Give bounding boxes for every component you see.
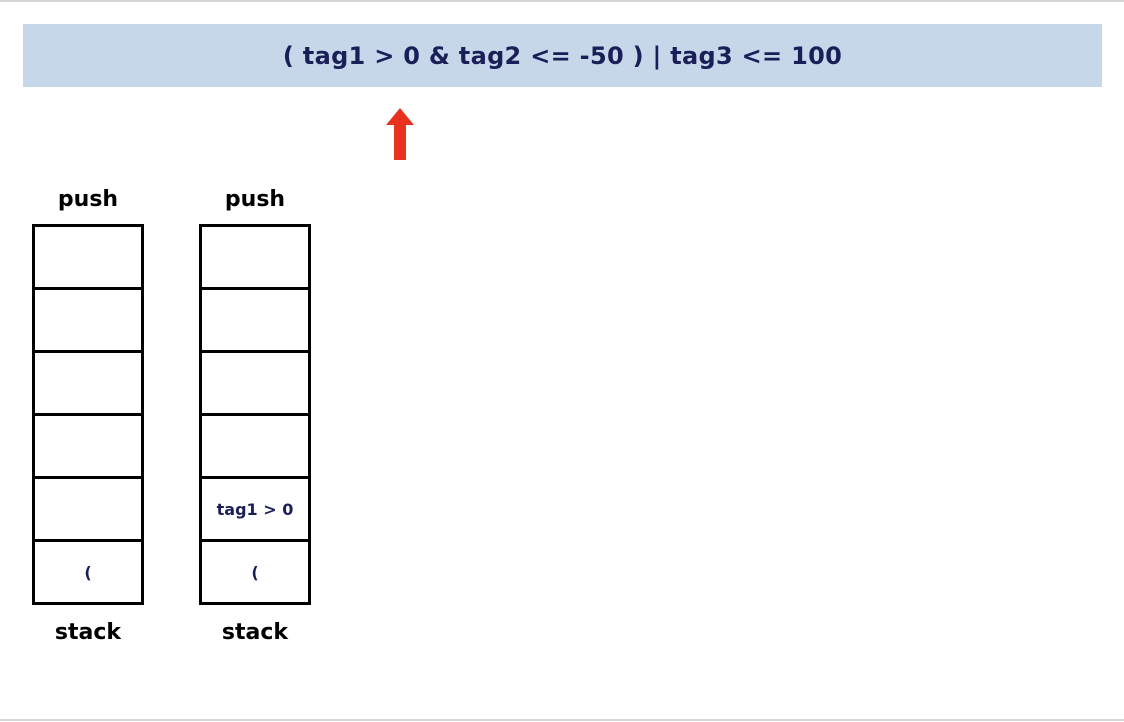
stack-slot bbox=[202, 416, 308, 479]
stack-group-2: push tag1 > 0 ( stack bbox=[199, 186, 311, 647]
stack-caption: stack bbox=[221, 620, 289, 645]
stack-container: tag1 > 0 ( bbox=[199, 224, 311, 605]
stack-slot: ( bbox=[251, 562, 259, 582]
current-position-arrow-icon bbox=[386, 108, 414, 160]
stack-slot bbox=[35, 479, 141, 542]
stack-slot bbox=[202, 290, 308, 353]
stack-operation-label: push bbox=[224, 187, 286, 212]
stack-slot: tag1 > 0 bbox=[202, 479, 308, 542]
stack-slot bbox=[202, 353, 308, 416]
bottom-divider bbox=[0, 719, 1124, 721]
expression-bar: ( tag1 > 0 & tag2 <= -50 ) | tag3 <= 100 bbox=[23, 24, 1102, 87]
stack-operation-label: push bbox=[57, 187, 119, 212]
stack-slot bbox=[35, 227, 141, 290]
stack-group-1: push ( stack bbox=[32, 186, 144, 647]
stack-caption: stack bbox=[54, 620, 122, 645]
stack-container: ( bbox=[32, 224, 144, 605]
stack-slot bbox=[35, 353, 141, 416]
stack-slot bbox=[35, 416, 141, 479]
stack-slot: ( bbox=[84, 562, 92, 582]
top-divider bbox=[0, 0, 1124, 2]
expression-text: ( tag1 > 0 & tag2 <= -50 ) | tag3 <= 100 bbox=[282, 41, 843, 70]
stack-slot bbox=[202, 227, 308, 290]
stack-slot bbox=[35, 290, 141, 353]
